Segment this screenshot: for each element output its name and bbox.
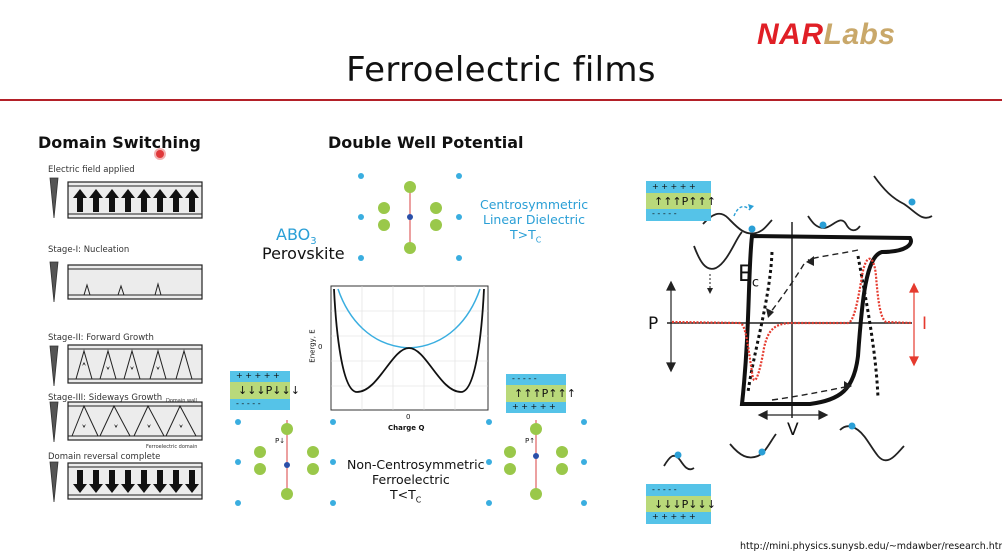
landscape-balls [674, 198, 916, 459]
cell-right-p-label: P↑ [525, 437, 536, 445]
right-cap-bottom: + + + + + [512, 402, 556, 411]
noncentro-line2: Ferroelectric [372, 472, 450, 487]
centro-line3: T>TC [510, 227, 541, 245]
right-capacitor [506, 374, 566, 413]
hysteresis-p-label: P [648, 314, 659, 334]
film-panel-4 [67, 401, 203, 441]
abo3-formula: ABO3 [276, 225, 317, 247]
film-panel-3 [67, 344, 203, 384]
stage-label-field-applied: Electric field applied [48, 165, 135, 175]
stage-label-sideways-growth: Stage-III: Sideways Growth [48, 393, 163, 403]
hysteresis-i-label: I [922, 314, 928, 334]
tip-needle-1 [49, 177, 59, 219]
hysteresis-cap-bottom [646, 484, 711, 524]
left-cap-bottom: - - - - - [236, 399, 261, 408]
plot-y-tick: 0 [318, 343, 323, 351]
right-cap-top: - - - - - [512, 374, 537, 383]
perovskite-label: Perovskite [262, 244, 345, 263]
centro-temp-sub: C [535, 235, 542, 245]
stage-label-forward-growth: Stage-II: Forward Growth [48, 333, 154, 343]
ferroelectric-domain-note: Ferroelectric domain [146, 444, 198, 450]
hyst-cap-bottom-bottom: + + + + + [652, 512, 696, 521]
coercive-field-label: Ec [738, 262, 759, 290]
narlabs-logo: NARLabs [757, 18, 896, 52]
centro-line1: Centrosymmetric [480, 197, 589, 212]
perovskite-cell-top [358, 173, 462, 261]
perovskite-cell-right [486, 419, 587, 506]
perovskite-cell-left [235, 419, 336, 506]
tip-needle-2 [49, 261, 59, 303]
v-range-arrow [757, 410, 829, 420]
film-panel-2 [67, 264, 203, 300]
hyst-cap-bottom-polarization: ↓↓↓P↓↓↓ [654, 498, 716, 511]
switching-branch-left [746, 251, 774, 393]
abo3-subscript: 3 [310, 236, 317, 248]
ec-prefix: E [738, 262, 752, 287]
film-panel-5 [67, 462, 203, 500]
p-range-arrow [666, 280, 676, 373]
domain-wall-note: Domain wall [166, 398, 197, 404]
hyst-cap-top-polarization: ↑↑↑P↑↑↑ [654, 195, 716, 208]
left-capacitor [230, 371, 290, 410]
hysteresis-loop [739, 233, 913, 406]
laser-pointer-dot [156, 150, 164, 158]
ferroelectric-curve [333, 288, 485, 393]
tip-needle-5 [49, 461, 59, 503]
slide-title: Ferroelectric films [346, 50, 656, 90]
hyst-cap-top-bottom: - - - - - [652, 209, 677, 218]
abo3-prefix: ABO [276, 225, 311, 244]
domain-switching-heading: Domain Switching [38, 133, 201, 152]
centro-line2: Linear Dielectric [483, 212, 586, 227]
hyst-cap-top-p: P [681, 195, 689, 208]
stage-label-nucleation: Stage-I: Nucleation [48, 245, 130, 255]
plot-x-tick: 0 [406, 413, 411, 421]
hyst-cap-bottom-top: - - - - - [652, 485, 677, 494]
noncentro-line1: Non-Centrosymmetric [347, 457, 485, 472]
centro-temp-prefix: T>T [510, 227, 536, 242]
left-cap-p: P [265, 384, 273, 397]
logo-labs: Labs [823, 18, 896, 51]
right-cap-p: P [541, 387, 549, 400]
sideways-growth [71, 404, 197, 437]
hyst-cap-top-top: + + + + + [652, 182, 696, 191]
film-panel-1 [67, 181, 203, 219]
forward-growth [75, 349, 193, 380]
potential-plot [330, 285, 489, 411]
current-trace [671, 257, 913, 382]
tip-needle-3 [49, 345, 59, 387]
energy-landscapes [663, 175, 933, 471]
hysteresis-v-label: V [787, 420, 799, 440]
ec-sub: c [751, 275, 760, 291]
stage-label-reversal-complete: Domain reversal complete [48, 452, 161, 462]
hyst-cap-bottom-p: P [681, 498, 689, 511]
hysteresis-cap-top [646, 181, 711, 221]
logo-nar: NAR [757, 18, 824, 51]
plot-x-label: Charge Q [388, 424, 425, 432]
title-divider [0, 99, 1002, 101]
left-cap-polarization: ↓↓↓P↓↓↓ [238, 384, 300, 397]
noncentro-line3: T<TC [390, 487, 421, 505]
i-range-arrow [909, 282, 919, 367]
nuclei [83, 282, 162, 296]
source-url: http://mini.physics.sunysb.edu/~mdawber/… [740, 541, 1002, 552]
double-well-heading: Double Well Potential [328, 133, 524, 152]
tip-needle-4 [49, 401, 59, 443]
cell-left-p-label: P↓ [275, 437, 286, 445]
noncentro-temp-prefix: T<T [390, 487, 416, 502]
up-arrows [73, 189, 199, 212]
left-cap-top: + + + + + [236, 371, 280, 380]
down-arrows [73, 470, 199, 493]
noncentro-temp-sub: C [415, 495, 422, 505]
switching-branch-right [856, 255, 880, 399]
right-cap-polarization: ↑↑↑P↑↑↑ [514, 387, 576, 400]
forward-small-arrows [82, 360, 160, 372]
